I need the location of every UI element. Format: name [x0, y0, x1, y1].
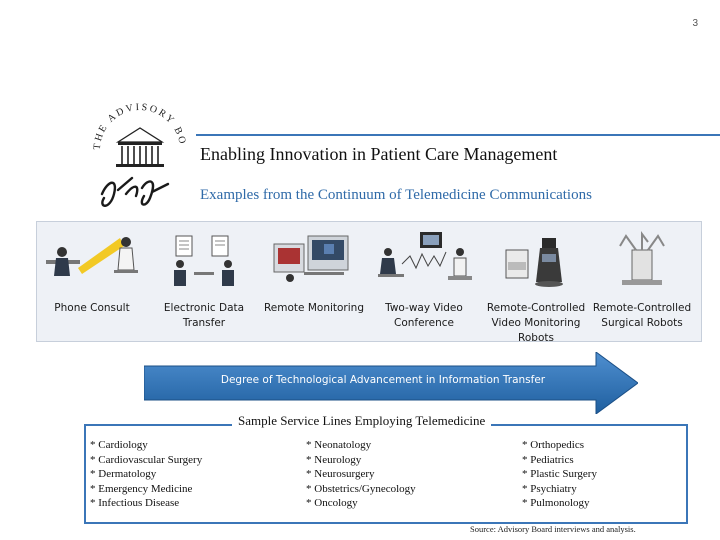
electronic-data-transfer-illustration	[174, 235, 234, 286]
continuum-item-surgical-robot: Remote-Controlled Surgical Robots	[587, 230, 697, 331]
continuum-item-electronic-data-transfer: Electronic Data Transfer	[149, 230, 259, 331]
title-rule	[196, 134, 720, 136]
page-title: Enabling Innovation in Patient Care Mana…	[200, 144, 558, 164]
service-line-item: Oncology	[306, 496, 416, 511]
service-line-item: Obstetrics/Gynecology	[306, 482, 415, 497]
service-line-item: Cardiology	[90, 438, 202, 453]
phone-consult-illustration	[46, 237, 138, 276]
service-line-item: Neonatology	[306, 438, 416, 453]
advancement-arrow	[144, 352, 638, 414]
service-line-item: Cardiovascular Surgery	[90, 453, 202, 468]
service-line-item: Pulmonology	[522, 496, 597, 511]
remote-monitoring-illustration	[273, 235, 349, 282]
continuum-label: Two-way Video Conference	[385, 302, 463, 329]
service-lines-column: Cardiology Cardiovascular Surgery Dermat…	[90, 438, 202, 511]
page-subtitle: Examples from the Continuum of Telemedic…	[200, 187, 592, 203]
service-line-item: Dermatology	[90, 467, 202, 482]
continuum-item-phone-consult: Phone Consult	[37, 230, 147, 316]
service-lines-column: Neonatology Neurology Neurosurgery Obste…	[306, 438, 416, 511]
video-conference-illustration	[378, 232, 472, 280]
surgical-robot-illustration	[619, 231, 665, 285]
continuum-label: Phone Consult	[54, 302, 130, 314]
continuum-item-video-conference: Two-way Video Conference	[369, 230, 479, 331]
continuum-label: Electronic Data Transfer	[163, 302, 245, 329]
page-number: 3	[692, 18, 698, 29]
advisory-board-logo: THE ADVISORY BOARD	[88, 98, 186, 207]
service-line-item: Neurology	[306, 453, 416, 468]
service-line-item: Plastic Surgery	[522, 467, 597, 482]
source-note: Source: Advisory Board interviews and an…	[470, 524, 636, 534]
continuum-item-video-robot: Remote-Controlled Video Monitoring Robot…	[481, 230, 591, 346]
service-line-item: Psychiatry	[522, 482, 597, 497]
service-line-item: Orthopedics	[522, 438, 597, 453]
video-robot-illustration	[505, 238, 563, 287]
service-line-item: Neurosurgery	[306, 467, 416, 482]
continuum-item-remote-monitoring: Remote Monitoring	[259, 230, 369, 316]
service-line-item: Infectious Disease	[90, 496, 202, 511]
telemedicine-continuum-panel: Phone Consult Electronic Data Transfer	[36, 221, 702, 344]
service-line-item: Emergency Medicine	[90, 482, 202, 497]
service-line-item: Pediatrics	[522, 453, 597, 468]
arrow-label: Degree of Technological Advancement in I…	[220, 374, 546, 386]
continuum-label: Remote-Controlled Surgical Robots	[592, 302, 692, 329]
service-lines-heading: Sample Service Lines Employing Telemedic…	[232, 413, 492, 429]
continuum-label: Remote-Controlled Video Monitoring Robot…	[486, 302, 586, 344]
service-lines-column: Orthopedics Pediatrics Plastic Surgery P…	[522, 438, 597, 511]
continuum-label: Remote Monitoring	[263, 302, 364, 314]
